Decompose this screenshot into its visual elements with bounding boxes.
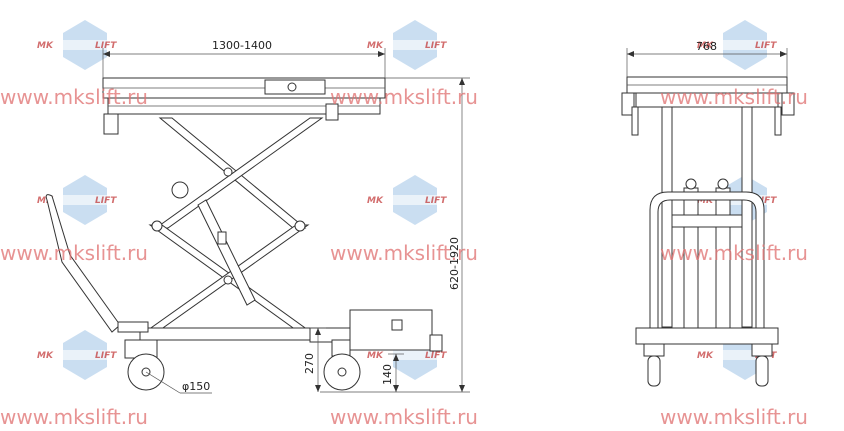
dim-caster-height: 140 <box>381 364 394 385</box>
watermark-logo-text: MK <box>37 196 54 206</box>
side-view <box>45 77 443 393</box>
control-panel <box>391 319 403 331</box>
handle-pedal <box>117 321 149 333</box>
cylinder-mount <box>171 181 189 199</box>
front-bracket <box>631 106 639 136</box>
watermark-logo: MK LIFT <box>365 175 465 225</box>
watermark-logo-text: MK <box>697 196 714 206</box>
watermark-logo-text: LIFT <box>425 41 447 51</box>
pivot-pin <box>294 220 306 232</box>
front-handwheel <box>621 92 635 116</box>
front-crossbar <box>671 214 743 228</box>
power-unit <box>349 309 433 351</box>
watermark-logo-text: MK <box>697 41 714 51</box>
front-bracket <box>774 106 782 136</box>
scissor-arms <box>146 117 324 331</box>
watermark-text: www.mkslift.ru <box>660 241 808 265</box>
watermark-logo: MK LIFT <box>365 20 465 70</box>
platform-bracket <box>103 113 119 135</box>
watermark-logo: MK LIFT <box>35 20 135 70</box>
front-platform-frame <box>635 92 779 108</box>
watermark-text: www.mkslift.ru <box>330 241 478 265</box>
platform-bracket <box>325 103 339 121</box>
dim-base-height: 270 <box>303 353 316 374</box>
watermark-texts: www.mkslift.ru www.mkslift.ru www.mkslif… <box>0 85 808 429</box>
watermark-text: www.mkslift.ru <box>0 405 148 429</box>
push-handle <box>45 194 121 333</box>
platform-clamp <box>264 79 326 95</box>
watermark-logo-text: MK <box>37 41 54 51</box>
watermark-logo-text: LIFT <box>425 351 447 361</box>
watermark-logo-text: MK <box>367 41 384 51</box>
front-wheel-left <box>647 355 661 387</box>
watermark-text: www.mkslift.ru <box>330 85 478 109</box>
dim-height-range: 620-1920 <box>448 237 461 290</box>
pivot-pin <box>151 220 163 232</box>
watermark-logo-text: LIFT <box>755 196 777 206</box>
watermark-logo-text: LIFT <box>95 41 117 51</box>
watermark-logo: MK LIFT <box>35 330 135 380</box>
watermark-logo: MK LIFT <box>695 20 795 70</box>
watermark-logo-text: LIFT <box>425 196 447 206</box>
dimension-lines <box>102 48 788 394</box>
base-frame <box>139 327 311 341</box>
dim-wheel-diameter: φ150 <box>182 380 210 393</box>
hydraulic-cylinder <box>197 199 256 306</box>
watermark-logo-text: MK <box>367 196 384 206</box>
pivot-pin <box>223 275 233 285</box>
watermark-text: www.mkslift.ru <box>330 405 478 429</box>
pivot-pin <box>223 167 233 177</box>
watermark-text: www.mkslift.ru <box>0 241 148 265</box>
watermark-text: www.mkslift.ru <box>660 405 808 429</box>
front-wheel-bracket <box>751 343 773 357</box>
watermark-logo: MK LIFT <box>35 175 135 225</box>
dim-side-width: 768 <box>696 40 717 53</box>
watermark-logo-text: LIFT <box>95 196 117 206</box>
front-view <box>621 76 795 387</box>
front-base <box>635 327 779 345</box>
watermark-text: www.mkslift.ru <box>0 85 148 109</box>
watermark-logo-text: LIFT <box>755 41 777 51</box>
watermark-logo-text: MK <box>367 351 384 361</box>
rear-wheel <box>323 353 361 391</box>
front-wheel-bracket <box>643 343 665 357</box>
front-wheel-right <box>755 355 769 387</box>
watermark-logo-text: MK <box>697 351 714 361</box>
front-column <box>661 106 673 328</box>
watermark-logo-text: LIFT <box>95 351 117 361</box>
dim-top-width: 1300-1400 <box>212 39 272 52</box>
cylinder-valve <box>217 231 227 245</box>
watermark-logo-text: MK <box>37 351 54 361</box>
front-column <box>741 106 753 328</box>
watermark-text: www.mkslift.ru <box>660 85 808 109</box>
front-handwheel <box>781 92 795 116</box>
power-connector <box>429 334 443 352</box>
